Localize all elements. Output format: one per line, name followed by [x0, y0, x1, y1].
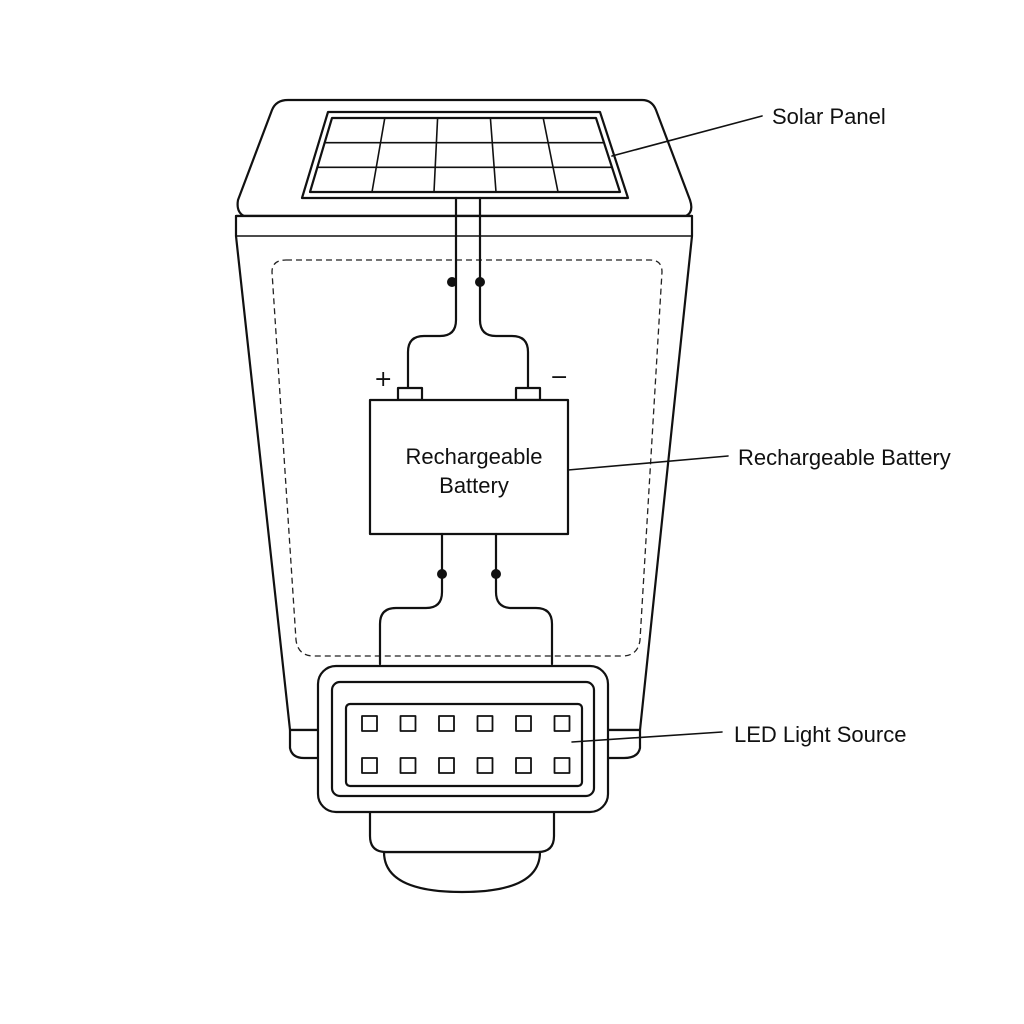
led-chip: [515, 757, 532, 774]
led-light-source-label: LED Light Source: [734, 722, 906, 747]
solar-cell-column-divider: [542, 117, 559, 193]
rechargeable-battery: Rechargeable Battery: [368, 386, 570, 536]
led-chip: [476, 715, 494, 732]
led-chip: [438, 757, 455, 774]
positive-terminal-sign: +: [374, 367, 392, 392]
led-wire-negative: [494, 532, 554, 666]
solar-wire-junction-positive: [447, 277, 457, 287]
battery-label: Rechargeable Battery: [738, 445, 951, 470]
led-chip: [553, 715, 571, 732]
battery-body: [368, 398, 570, 536]
led-chip: [476, 757, 494, 774]
solar-cell-column-divider: [489, 117, 497, 193]
led-chip: [515, 715, 532, 732]
solar-panel-label: Solar Panel: [772, 104, 886, 129]
motion-sensor: [368, 808, 556, 894]
battery-leader-line: [567, 455, 729, 471]
led-chip: [361, 757, 378, 774]
solar-panel: [300, 110, 630, 200]
solar-cell-column-divider: [371, 117, 386, 193]
led-chip: [361, 715, 378, 732]
solar-wire-negative: [478, 196, 530, 394]
battery-negative-terminal: [514, 386, 542, 402]
battery-box-label-line1: Rechargeable: [406, 444, 543, 469]
led-chip: [399, 715, 417, 732]
solar-cell-column-divider: [433, 117, 439, 193]
negative-terminal-sign: −: [550, 365, 568, 390]
solar-panel-leader-line: [611, 115, 763, 157]
battery-box-label-line2: Battery: [439, 473, 509, 498]
solar-wire-positive: [406, 196, 458, 394]
led-wire-positive: [378, 532, 444, 666]
battery-positive-terminal: [396, 386, 424, 402]
led-chip: [399, 757, 417, 774]
led-chip: [438, 715, 455, 732]
led-wire-junction-positive: [437, 569, 447, 579]
led-wire-junction-negative: [491, 569, 501, 579]
led-chip: [553, 757, 571, 774]
led-light-source: [316, 664, 610, 814]
led-leader-line: [571, 731, 723, 743]
solar-wire-junction-negative: [475, 277, 485, 287]
